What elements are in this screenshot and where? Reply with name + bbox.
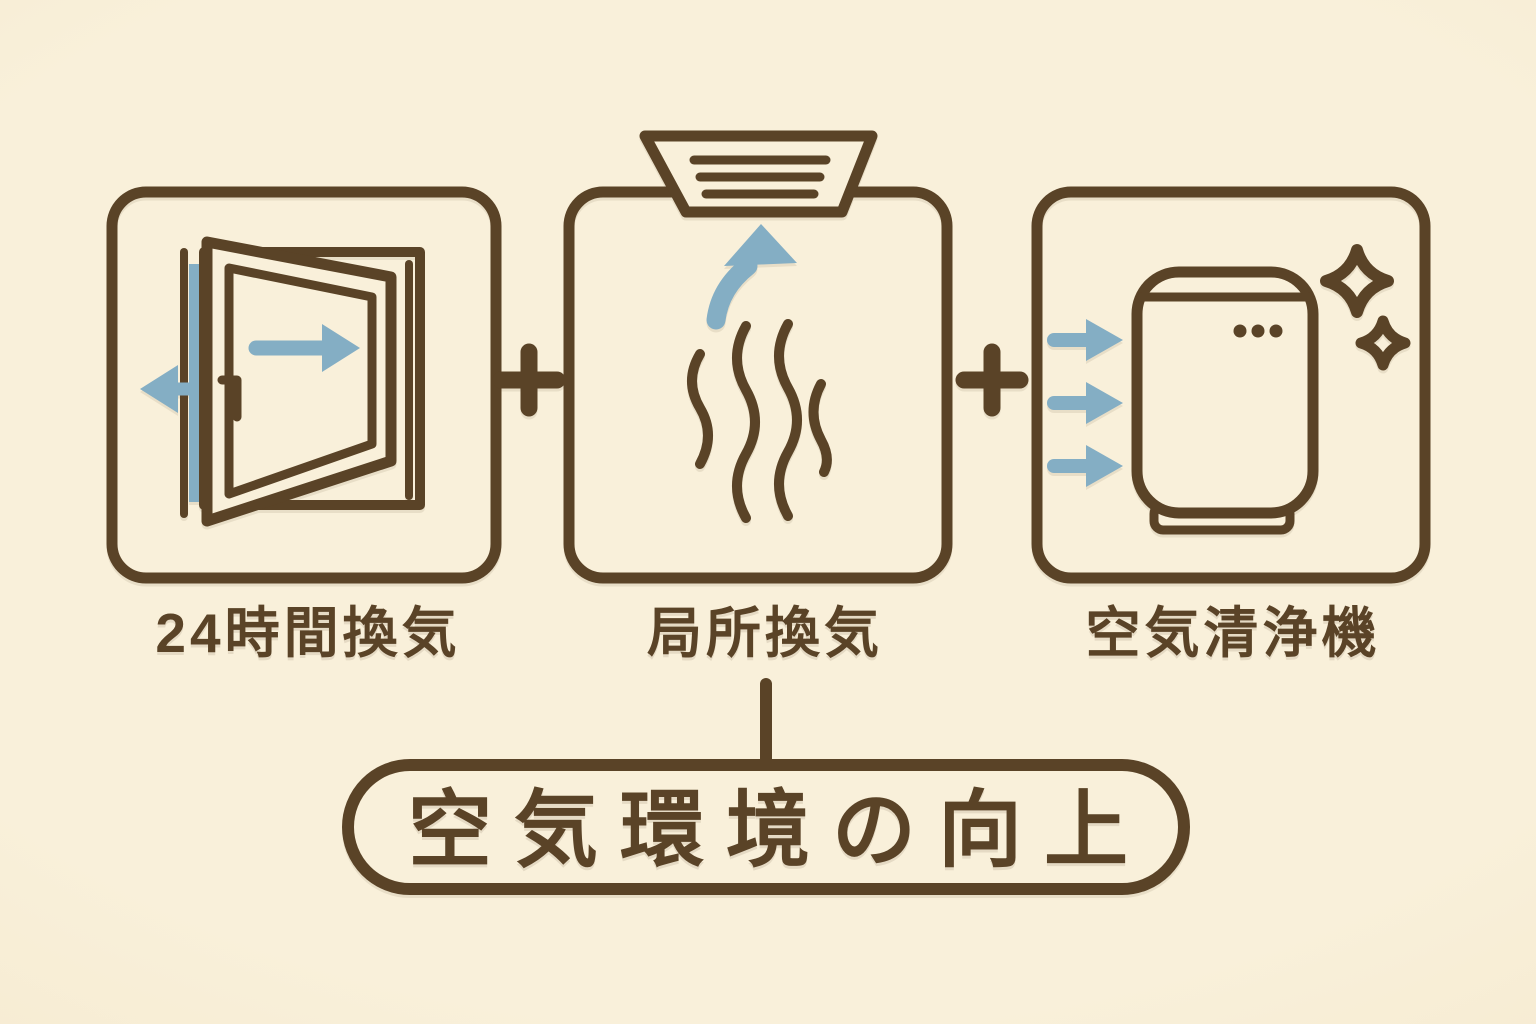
ceiling-exhaust-fan-icon: [639, 130, 878, 523]
air-purifier-box: [1031, 186, 1431, 584]
sparkles-icon: [1320, 244, 1411, 371]
open-window-ventilation-icon: [140, 236, 425, 527]
purifier-indicator-dots: [1233, 324, 1283, 338]
intake-arrows-icon: [1047, 319, 1123, 487]
steam-lines-icon: [687, 319, 832, 523]
plus-icon: [955, 343, 1029, 417]
label-spot-ventilation: 局所換気: [646, 602, 884, 664]
window-handle: [217, 375, 242, 422]
label-24h-ventilation: 24時間換気: [155, 602, 461, 664]
result-label: 空気環境の向上: [407, 783, 1151, 877]
label-air-purifier: 空気清浄機: [1085, 602, 1381, 664]
result-pill: [342, 759, 1190, 895]
air-in-arrow-icon: [248, 324, 360, 372]
airflow-up-arrow-icon: [706, 224, 797, 330]
plus-icon: [492, 343, 566, 417]
air-purifier-icon: [1047, 244, 1411, 535]
purifier-body: [1131, 266, 1319, 519]
